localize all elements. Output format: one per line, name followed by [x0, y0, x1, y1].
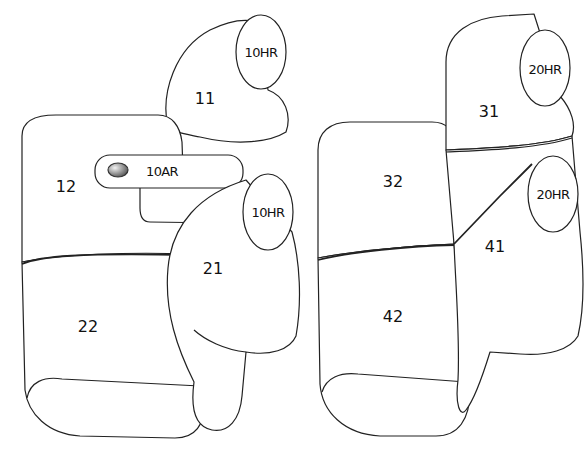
part-code: 20HR: [537, 188, 570, 201]
headrest: [236, 15, 286, 89]
front-seat-edge: [194, 330, 246, 352]
callout-number: 41: [485, 239, 505, 255]
part-code: 10HR: [245, 46, 278, 59]
part-code: 20HR: [529, 63, 562, 76]
callout-number: 22: [78, 319, 98, 335]
callout-number: 42: [383, 309, 403, 325]
seat: [446, 136, 583, 412]
callout-number: 11: [195, 91, 215, 107]
armrest: [95, 155, 243, 188]
headrest: [243, 174, 293, 250]
seam: [454, 164, 532, 244]
front-seat: [167, 180, 299, 430]
cushion-front-edge: [27, 378, 200, 398]
cushion-front-edge: [322, 374, 466, 392]
headrest: [520, 30, 570, 106]
bench-backrest: [318, 122, 454, 258]
callout-number: 31: [479, 104, 499, 120]
seatback: [446, 14, 574, 150]
callout-number: 32: [383, 174, 403, 190]
seam: [446, 138, 572, 152]
headrest: [528, 156, 578, 232]
seam: [318, 245, 454, 260]
bench-cushion: [318, 244, 470, 436]
armrest-button: [108, 163, 128, 177]
callout-number: 21: [203, 261, 223, 277]
part-code: 10HR: [252, 206, 285, 219]
callout-number: 12: [56, 179, 76, 195]
seam: [22, 254, 188, 264]
part-code: 10AR: [146, 165, 178, 178]
